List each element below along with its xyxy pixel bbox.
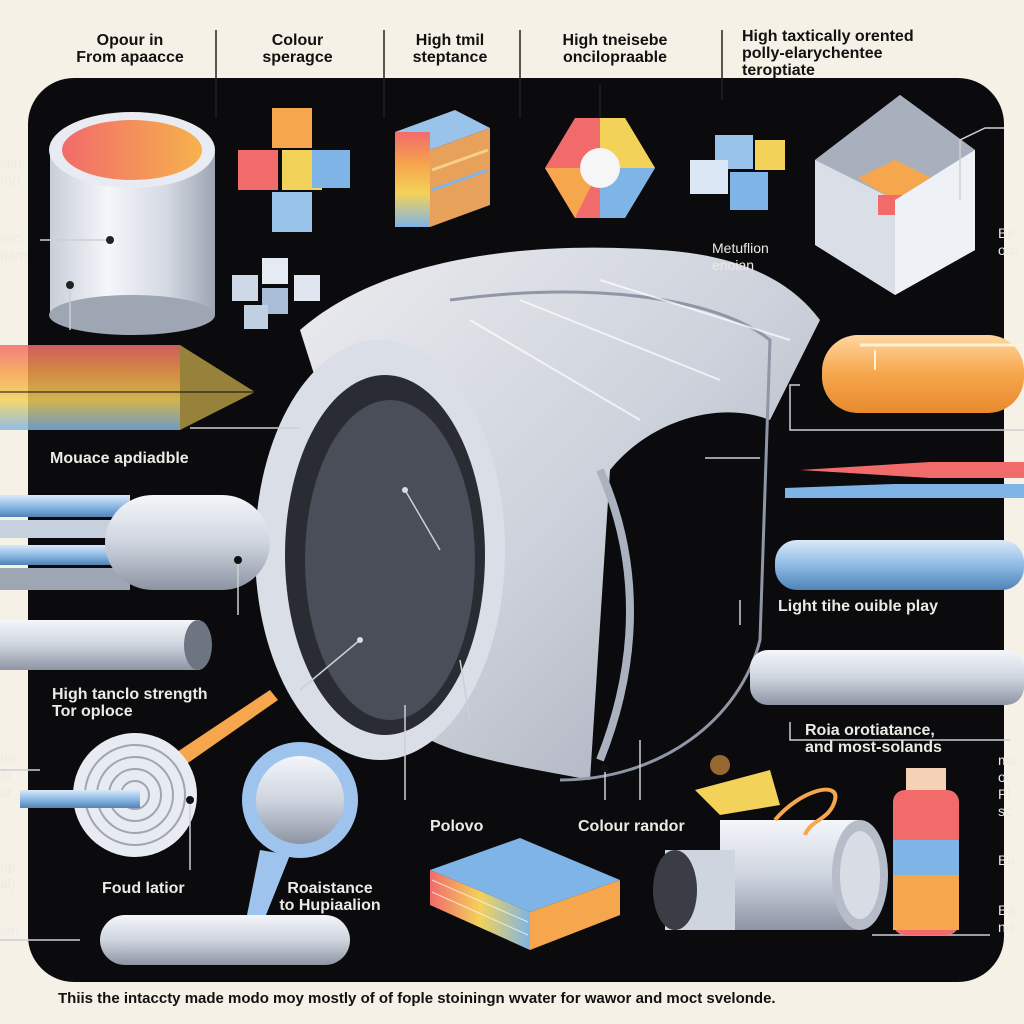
moisture-label: Mouace apdiadble <box>50 450 189 467</box>
light-label: Light tihe ouible play <box>778 598 938 615</box>
bottle-icon <box>695 755 959 935</box>
resistance-label: Roaistance to Hupiaalion <box>279 880 381 914</box>
edge-label-3: un ar ar <box>0 750 16 800</box>
layered-block-icon <box>395 110 490 227</box>
resist-moist-label: Roia orotiatance, and most-solands <box>805 722 942 756</box>
film-roll-main-icon <box>190 247 820 800</box>
callout-1: Opour in From apaacce <box>76 32 184 66</box>
stacked-sheets-icon <box>430 838 620 950</box>
right-bars <box>705 335 1024 741</box>
open-box-icon <box>815 95 1004 295</box>
food-label: Foud latior <box>102 880 185 897</box>
callout-2: Colour speragce <box>262 32 333 66</box>
edge-label-right-1: mo oi Pl sc <box>998 752 1018 819</box>
cylinder-roll-icon <box>40 112 215 335</box>
polyolefin-label: Polovo <box>430 818 484 835</box>
edge-label-5: ion <box>0 922 19 938</box>
tensile-label: High tanclo strength Tor oploce <box>52 686 208 720</box>
callout-3: High tmil steptance <box>412 32 488 66</box>
colour-random-label: Colour randor <box>578 818 685 835</box>
footer-caption: Thiis the intaccty made modo moy mostly … <box>58 990 776 1007</box>
edge-label-right-3: Ba no <box>998 902 1016 935</box>
edge-label-bil: Bil oro <box>998 225 1019 258</box>
metallized-label: Metuflion enoian <box>712 240 769 273</box>
callout-5: High taxtically orented polly-elarychent… <box>742 28 914 79</box>
edge-label-right-2: Bo <box>998 852 1016 868</box>
edge-label-1: ialn roh <box>0 155 22 188</box>
rods-icon <box>0 345 270 670</box>
magnifier-icon <box>0 690 358 965</box>
cube-cluster-icon <box>232 108 350 329</box>
edge-label-2: ioic nam <box>0 230 28 263</box>
callout-4: High tneisebe oncilopraable <box>562 32 668 66</box>
hexagon-ring-icon <box>545 85 655 218</box>
header-dividers <box>215 30 723 118</box>
tubes-icon <box>653 820 990 936</box>
edge-label-4: ap al) <box>0 858 16 891</box>
cube-trio-icon <box>690 135 785 210</box>
